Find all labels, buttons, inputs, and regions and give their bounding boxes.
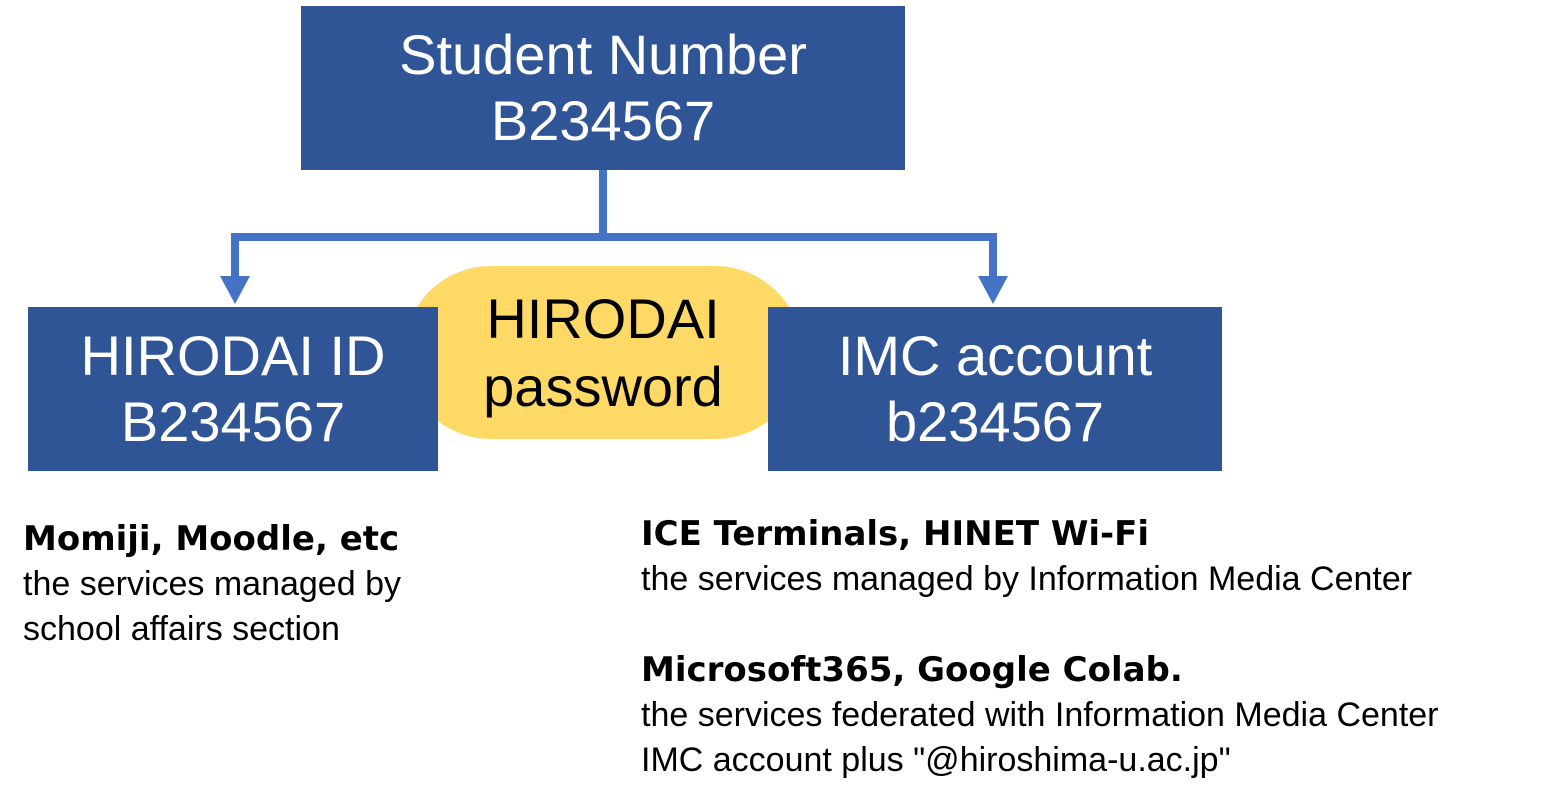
- connector-lines: [231, 170, 997, 284]
- note-hirodai-line2: school affairs section: [23, 610, 340, 648]
- note-hirodai-services: Momiji, Moodle, etc the services managed…: [23, 517, 401, 652]
- imc-account-title: IMC account: [837, 324, 1153, 387]
- note-federated-line1: the services federated with Information …: [641, 696, 1439, 734]
- hirodai-id-box: HIRODAI ID B234567: [28, 307, 438, 471]
- imc-account-value: b234567: [885, 390, 1104, 453]
- note-imc-heading: ICE Terminals, HINET Wi-Fi: [641, 514, 1150, 554]
- password-label-line1: HIRODAI: [486, 286, 720, 350]
- note-hirodai-heading: Momiji, Moodle, etc: [23, 519, 400, 559]
- imc-account-box: IMC account b234567: [768, 307, 1222, 471]
- student-number-title: Student Number: [399, 23, 807, 86]
- hirodai-id-value: B234567: [120, 390, 346, 453]
- student-number-value: B234567: [490, 89, 716, 152]
- student-number-box: Student Number B234567: [301, 6, 905, 170]
- note-hirodai-line1: the services managed by: [23, 565, 401, 603]
- hirodai-id-title: HIRODAI ID: [80, 324, 386, 387]
- note-federated-heading: Microsoft365, Google Colab.: [641, 650, 1183, 690]
- note-federated-services: Microsoft365, Google Colab. the services…: [641, 648, 1439, 783]
- arrow-to-imc-account: [978, 276, 1008, 304]
- hirodai-password-pill: HIRODAI password: [404, 266, 802, 439]
- arrow-to-hirodai-id: [220, 276, 250, 304]
- note-imc-line1: the services managed by Information Medi…: [641, 560, 1413, 598]
- note-imc-services: ICE Terminals, HINET Wi-Fi the services …: [641, 512, 1412, 602]
- note-federated-line2: IMC account plus "@hiroshima-u.ac.jp": [641, 741, 1231, 779]
- password-label-line2: password: [483, 354, 723, 418]
